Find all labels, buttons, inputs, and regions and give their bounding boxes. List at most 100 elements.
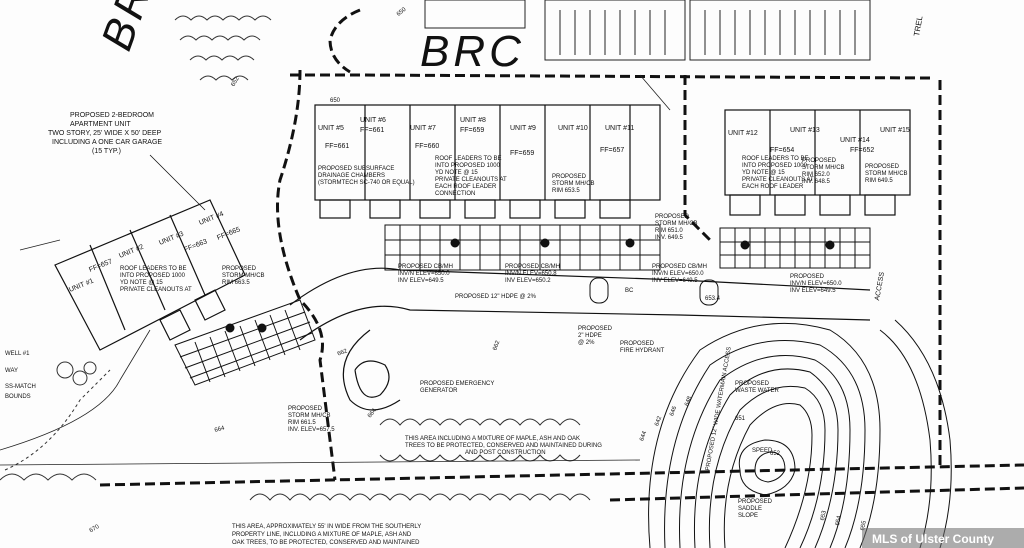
svg-text:PROPOSED: PROPOSED (620, 341, 655, 347)
svg-text:ROOF LEADERS TO BE: ROOF LEADERS TO BE (742, 156, 808, 162)
sewer-note: PROPOSED SADDLE SLOPE (738, 499, 773, 519)
svg-text:SPEED: SPEED (752, 448, 773, 454)
svg-text:INTO PROPOSED 1000: INTO PROPOSED 1000 (120, 273, 186, 279)
svg-text:PRIVATE CLEANOUTS AT: PRIVATE CLEANOUTS AT (742, 177, 814, 183)
unit-10-label: UNIT #10 (558, 125, 588, 132)
svg-text:YD NOTE @ 15: YD NOTE @ 15 (742, 170, 785, 176)
unit-5-label: UNIT #5 (318, 125, 344, 132)
storm-note-right: PROPOSED STORM MH/CB RIM 652.0 INV. 648.… (802, 158, 845, 185)
trees-bottom-note: THIS AREA, APPROXIMATELY 55' IN WIDE FRO… (232, 524, 421, 546)
svg-text:INV/N ELEV=650.0: INV/N ELEV=650.0 (652, 271, 704, 277)
svg-text:INV. 649.5: INV. 649.5 (655, 235, 683, 241)
svg-text:SLOPE: SLOPE (738, 513, 758, 519)
svg-text:PROPOSED: PROPOSED (578, 326, 613, 332)
bc-label: BC (625, 288, 634, 294)
pond-label: SPEED (752, 448, 773, 454)
ff-661-low: FF=661 (325, 143, 349, 150)
svg-text:STORM MH/CB: STORM MH/CB (655, 221, 698, 227)
unit-7-label: UNIT #7 (410, 125, 436, 132)
svg-text:THIS AREA, APPROXIMATELY 55' I: THIS AREA, APPROXIMATELY 55' IN WIDE FRO… (232, 524, 421, 530)
svg-text:INV ELEV=649.5: INV ELEV=649.5 (398, 278, 444, 284)
tree-line-top-left (174, 15, 272, 81)
svg-text:CONNECTION: CONNECTION (435, 191, 475, 197)
svg-text:AND POST CONSTRUCTION: AND POST CONSTRUCTION (465, 450, 546, 456)
cb-note-right: PROPOSED CB/MH INV/N ELEV=650.0 INV ELEV… (652, 264, 707, 284)
svg-text:PROPOSED EMERGENCY: PROPOSED EMERGENCY (420, 381, 494, 387)
svg-text:662: 662 (492, 339, 501, 351)
unit-8-label: UNIT #8 (460, 117, 486, 124)
hydrant-note: PROPOSED FIRE HYDRANT (620, 341, 665, 354)
access-label: ACCESS (874, 271, 886, 301)
cb-note-mid: PROPOSED CB/MH INV/N ELEV=650.8 INV ELEV… (505, 264, 560, 284)
svg-text:PROPOSED: PROPOSED (738, 499, 773, 505)
svg-text:TWO STORY, 25' WIDE X 50' DEEP: TWO STORY, 25' WIDE X 50' DEEP (48, 130, 161, 137)
svg-text:STORM MH/CB: STORM MH/CB (288, 413, 331, 419)
svg-text:RIM 651.0: RIM 651.0 (655, 228, 683, 234)
svg-text:WASTE WATER: WASTE WATER (735, 388, 779, 394)
ff-657-low: FF=657 (600, 147, 624, 154)
svg-text:646: 646 (669, 405, 678, 417)
svg-text:ROOF LEADERS TO BE: ROOF LEADERS TO BE (435, 156, 501, 162)
svg-text:662: 662 (337, 348, 349, 357)
ff-659-low: FF=659 (510, 150, 534, 157)
svg-text:WAY: WAY (5, 368, 18, 374)
roof-leader-note-right: ROOF LEADERS TO BE INTO PROPOSED 1000 YD… (742, 156, 814, 190)
svg-text:653: 653 (820, 510, 828, 522)
svg-text:UNIT #15: UNIT #15 (880, 127, 910, 134)
right-parking-lot (719, 227, 871, 269)
svg-text:664: 664 (367, 407, 378, 419)
svg-text:PROPOSED: PROPOSED (288, 406, 323, 412)
svg-text:PROPOSED SUBSURFACE: PROPOSED SUBSURFACE (318, 166, 394, 172)
svg-text:TREES TO BE PROTECTED, CONSERV: TREES TO BE PROTECTED, CONSERVED AND MAI… (405, 443, 602, 449)
left-building-block (54, 199, 246, 351)
svg-text:PROPOSED: PROPOSED (802, 158, 837, 164)
contour-labels: 644 642 646 648 651 652 653 654 655 650 … (89, 6, 868, 534)
roof-leader-note-middle: ROOF LEADERS TO BE INTO PROPOSED 1000 YD… (435, 156, 507, 197)
mls-watermark: MLS of Ulster County (872, 532, 994, 546)
svg-text:PROPERTY LINE, INCLUDING A MIX: PROPERTY LINE, INCLUDING A MIXTURE OF MA… (232, 532, 412, 538)
brc-building-outlines (424, 0, 871, 61)
svg-text:RIM 652.0: RIM 652.0 (802, 172, 830, 178)
contour-lines-southeast (648, 319, 952, 548)
unit-9-label: UNIT #9 (510, 125, 536, 132)
svg-text:651: 651 (735, 416, 746, 422)
access-drive (289, 267, 871, 411)
svg-text:PROPOSED CB/MH: PROPOSED CB/MH (505, 264, 560, 270)
trees-left (4, 361, 111, 471)
svg-text:PROPOSED: PROPOSED (552, 174, 587, 180)
wwtp-note: PROPOSED WASTE WATER (735, 381, 779, 394)
water-note: PROPOSED 2" HDPE @ 2% (578, 326, 613, 346)
svg-text:652: 652 (770, 451, 781, 457)
svg-text:PRIVATE CLEANOUTS AT: PRIVATE CLEANOUTS AT (435, 177, 507, 183)
svg-text:INV/N ELEV=650.0: INV/N ELEV=650.0 (790, 281, 842, 287)
svg-text:RIM 649.5: RIM 649.5 (865, 178, 893, 184)
svg-text:PRIVATE CLEANOUTS AT: PRIVATE CLEANOUTS AT (120, 287, 192, 293)
svg-text:642: 642 (654, 415, 663, 427)
svg-text:INTO PROPOSED 1000: INTO PROPOSED 1000 (435, 163, 501, 169)
svg-text:655: 655 (860, 520, 868, 532)
svg-text:YD NOTE @ 15: YD NOTE @ 15 (120, 280, 163, 286)
bc-elev: 653.4 (705, 296, 721, 302)
middle-unit-labels: UNIT #5 UNIT #6 UNIT #7 UNIT #8 UNIT #9 … (318, 117, 634, 157)
svg-text:APARTMENT UNIT: APARTMENT UNIT (70, 121, 131, 128)
generator-note: PROPOSED EMERGENCY GENERATOR (420, 381, 494, 394)
svg-text:EACH ROOF LEADER: EACH ROOF LEADER (742, 184, 804, 190)
svg-text:PROPOSED: PROPOSED (790, 274, 825, 280)
tree-line-south (0, 418, 591, 501)
svg-text:INV ELEV=649.5: INV ELEV=649.5 (652, 278, 698, 284)
pipe-note-1: PROPOSED 12" HDPE @ 2% (455, 294, 537, 300)
left-parking-lot (174, 299, 316, 386)
ff-660-low: FF=660 (415, 143, 439, 150)
ff-659-top: FF=659 (460, 127, 484, 134)
svg-text:YD NOTE @ 15: YD NOTE @ 15 (435, 170, 478, 176)
svg-text:PROPOSED CB/MH: PROPOSED CB/MH (398, 264, 453, 270)
svg-text:(15 TYP.): (15 TYP.) (92, 148, 121, 155)
svg-text:RIM 653.5: RIM 653.5 (552, 188, 580, 194)
svg-text:ROOF LEADERS TO BE: ROOF LEADERS TO BE (120, 266, 186, 272)
svg-text:644: 644 (639, 430, 648, 442)
svg-text:FF=652: FF=652 (850, 147, 874, 154)
svg-text:PROPOSED: PROPOSED (655, 214, 690, 220)
right-unit-labels: UNIT #12 UNIT #13 UNIT #14 UNIT #15 FF=6… (728, 127, 910, 154)
svg-text:THIS AREA INCLUDING A MIXTURE: THIS AREA INCLUDING A MIXTURE OF MAPLE, … (405, 436, 580, 442)
